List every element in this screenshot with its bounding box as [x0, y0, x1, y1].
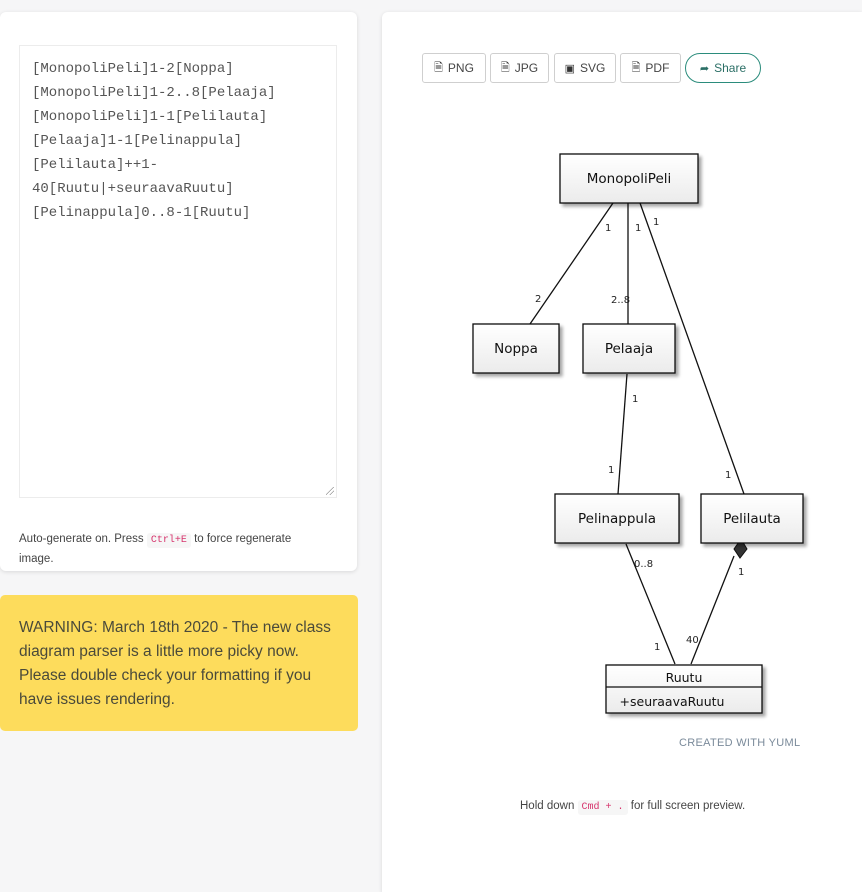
shortcut-key: Ctrl+E — [146, 533, 191, 548]
multiplicity-label: 1 — [632, 394, 638, 405]
created-with-label: CREATED WITH YUML — [679, 737, 801, 749]
class-name: Pelaaja — [605, 341, 653, 357]
code-line: 40[Ruutu|+seuraavaRuutu] — [32, 181, 234, 197]
hold-prefix: Hold down — [520, 800, 578, 812]
vector-square-icon: ▣ — [564, 62, 576, 75]
multiplicity-label: 40 — [686, 635, 699, 646]
code-line: [MonopoliPeli]1-2[Noppa] — [32, 61, 234, 77]
class-name: Pelilauta — [723, 511, 781, 527]
class-attribute: +seuraavaRuutu — [620, 694, 725, 709]
diagram-source-editor[interactable]: [MonopoliPeli]1-2[Noppa] [MonopoliPeli]1… — [19, 45, 337, 498]
multiplicity-label: 1 — [608, 465, 614, 476]
class-box-noppa: Noppa — [472, 323, 560, 374]
class-box-pelilauta: Pelilauta — [700, 493, 804, 544]
pdf-label: PDF — [645, 61, 670, 75]
pdf-button[interactable]: 🗎 PDF — [620, 53, 681, 83]
autogen-hint: Auto-generate on. Press Ctrl+E to force … — [19, 530, 319, 568]
svg-button[interactable]: ▣ SVG — [554, 53, 616, 83]
multiplicity-label: 2..8 — [611, 295, 630, 306]
class-name: Noppa — [494, 341, 538, 357]
multiplicity-label: 1 — [635, 223, 641, 234]
class-name: Pelinappula — [578, 511, 656, 527]
class-box-pelaaja: Pelaaja — [582, 323, 676, 374]
fullscreen-hint: Hold down Cmd + . for full screen previe… — [520, 800, 746, 815]
autogen-suffix: to force regenerate image. — [19, 533, 292, 565]
resize-handle[interactable] — [326, 487, 334, 495]
file-image-icon: 🗎 — [434, 61, 443, 74]
code-line: [Pelinappula]0..8-1[Ruutu] — [32, 205, 251, 221]
multiplicity-label: 2 — [535, 294, 541, 305]
multiplicity-label: 0..8 — [634, 559, 653, 570]
code-line: [Pelaaja]1-1[Pelinappula] — [32, 133, 243, 149]
warning-banner: WARNING: March 18th 2020 - The new class… — [0, 595, 358, 731]
jpg-button[interactable]: 🗎 JPG — [490, 53, 549, 83]
composition-line-pelilauta-ruutu — [690, 555, 735, 665]
autogen-prefix: Auto-generate on. Press — [19, 533, 147, 545]
class-box-monopolipeli: MonopoliPeli — [559, 153, 699, 204]
association-line-pelaaja-pelinappula — [617, 373, 628, 495]
class-box-pelinappula: Pelinappula — [554, 493, 680, 544]
share-label: Share — [714, 61, 747, 75]
share-icon: ➦ — [699, 62, 710, 75]
multiplicity-label: 1 — [738, 567, 744, 578]
png-button[interactable]: 🗎 PNG — [422, 53, 486, 83]
png-label: PNG — [447, 61, 474, 75]
composition-diamond — [733, 538, 748, 559]
class-name: MonopoliPeli — [587, 171, 672, 187]
svg-label: SVG — [580, 61, 606, 75]
multiplicity-label: 1 — [654, 642, 660, 653]
hold-suffix: for full screen preview. — [627, 800, 746, 812]
code-line: [Pelilauta]++1- — [32, 157, 159, 173]
class-box-ruutu: Ruutu +seuraavaRuutu — [605, 664, 763, 714]
association-line-monopolipeli-pelilauta — [639, 202, 745, 495]
multiplicity-label: 1 — [605, 223, 611, 234]
warning-text: WARNING: March 18th 2020 - The new class… — [19, 619, 331, 708]
multiplicity-label: 1 — [725, 470, 731, 481]
editor-panel: [MonopoliPeli]1-2[Noppa] [MonopoliPeli]1… — [0, 12, 357, 571]
association-line-monopolipeli-noppa — [529, 202, 614, 325]
file-pdf-icon: 🗎 — [631, 61, 641, 74]
uml-class-diagram: 1 2 1 2..8 1 1 1 1 0..8 1 1 40 MonopoliP… — [472, 153, 804, 714]
file-image-icon: 🗎 — [500, 61, 510, 74]
code-line: [MonopoliPeli]1-2..8[Pelaaja] — [32, 85, 276, 101]
jpg-label: JPG — [514, 61, 539, 75]
association-line-pelinappula-ruutu — [625, 543, 676, 665]
share-button[interactable]: ➦ Share — [685, 53, 761, 83]
fullscreen-shortcut-key: Cmd + . — [577, 800, 628, 815]
code-line: [MonopoliPeli]1-1[Pelilauta] — [32, 109, 268, 125]
class-name: Ruutu — [666, 670, 703, 685]
multiplicity-label: 1 — [653, 217, 659, 228]
